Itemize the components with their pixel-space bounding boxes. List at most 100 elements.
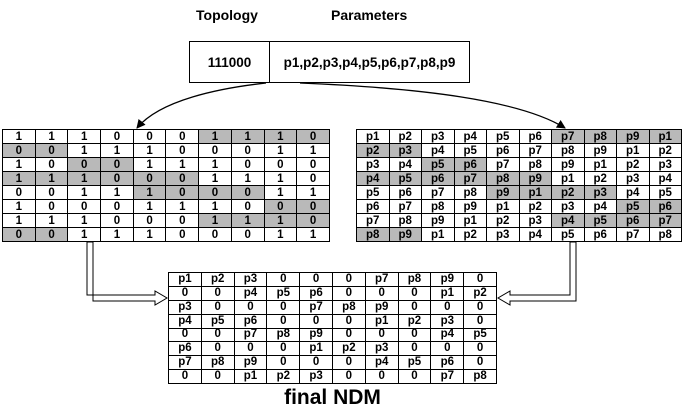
topology-header: Topology [196,7,258,23]
final-ndm-cell: p1 [364,313,399,329]
final-ndm-cell: 0 [364,369,399,384]
topology-cell: 0 [198,143,232,158]
topology-cell: 1 [34,213,69,228]
parameter-cell: p8 [583,129,617,144]
final-ndm-cell: p7 [299,299,333,315]
parameter-cell: p6 [648,199,682,214]
parameter-cell: p5 [551,227,585,242]
parameter-cell: p5 [388,171,422,186]
parameter-cell: p3 [518,213,552,228]
final-ndm-cell: 0 [331,327,366,343]
parameter-cell: p5 [421,157,455,172]
parameter-cell: p4 [356,171,390,186]
topology-cell: 0 [230,157,265,172]
topology-cell: 1 [2,213,36,228]
topology-cell: 1 [296,227,330,242]
topology-cell: 1 [132,185,167,200]
final-ndm-cell: p3 [233,272,268,287]
parameter-cell: p1 [551,171,585,186]
topology-cell: 1 [263,185,298,200]
topology-cell: 0 [2,143,36,158]
topology-cell: 1 [132,227,167,242]
parameter-cell: p1 [453,213,487,228]
parameter-cell: p2 [616,157,650,172]
final-ndm-cell: p1 [430,285,465,301]
topology-cell: 0 [263,199,298,214]
final-ndm-cell: p1 [299,341,333,357]
final-ndm-cell: p7 [168,355,202,371]
parameter-cell: p1 [583,157,617,172]
parameter-cell: p7 [421,185,455,200]
final-ndm-cell: 0 [331,313,366,329]
final-ndm-cell: 0 [233,341,268,357]
parameter-cell: p8 [421,199,455,214]
topology-cell: 0 [34,227,69,242]
final-ndm-cell: p7 [364,272,399,287]
parameter-cell: p4 [421,143,455,158]
final-ndm-cell: 0 [299,272,333,287]
topology-cell: 1 [67,171,102,186]
parameter-cell: p9 [453,199,487,214]
parameter-list: p1,p2,p3,p4,p5,p6,p7,p8,p9 [283,54,456,70]
topology-cell: 1 [2,157,36,172]
topology-cell: 0 [100,129,134,144]
final-ndm-cell: p9 [233,355,268,371]
parameter-cell: p7 [551,129,585,144]
final-ndm-cell: 0 [200,285,235,301]
final-ndm-cell: p1 [233,369,268,384]
final-ndm-cell: p6 [430,355,465,371]
final-ndm-cell: 0 [200,327,235,343]
parameter-cell: p8 [388,213,422,228]
final-ndm-cell: p8 [463,369,497,384]
final-ndm-cell: p3 [364,341,399,357]
topology-cell: 1 [230,213,265,228]
final-ndm-cell: 0 [463,355,497,371]
topology-cell: 0 [67,199,102,214]
final-ndm-cell: p7 [233,327,268,343]
parameter-cell: p7 [518,143,552,158]
final-ndm-cell: p9 [299,327,333,343]
topology-cell: 0 [165,213,200,228]
parameter-cell: p5 [453,143,487,158]
parameter-cell: p8 [453,185,487,200]
final-ndm-cell: 0 [397,327,432,343]
topology-cell: 0 [165,171,200,186]
final-ndm-cell: 0 [331,272,366,287]
final-ndm-cell: 0 [397,341,432,357]
parameter-cell: p9 [616,129,650,144]
final-ndm-cell: p2 [463,285,497,301]
final-ndm-cell: 0 [463,341,497,357]
topology-cell: 0 [100,199,134,214]
parameter-cell: p4 [518,227,552,242]
topology-cell: 0 [34,143,69,158]
final-ndm-cell: p4 [364,355,399,371]
parameter-cell: p7 [356,213,390,228]
topology-cell: 1 [34,129,69,144]
final-ndm-cell: 0 [364,285,399,301]
topology-cell: 0 [165,129,200,144]
topology-cell: 1 [296,185,330,200]
final-ndm-cell: p8 [331,299,366,315]
topology-cell: 0 [230,227,265,242]
topology-cell: 0 [165,143,200,158]
topology-cell: 1 [263,129,298,144]
topology-cell: 0 [296,199,330,214]
topology-cell: 1 [100,143,134,158]
parameter-cell: p3 [421,129,455,144]
topology-cell: 0 [198,227,232,242]
topology-cell: 0 [100,213,134,228]
parameter-cell: p5 [486,129,520,144]
parameter-cell: p5 [356,185,390,200]
final-ndm-cell: 0 [168,369,202,384]
topology-cell: 1 [67,185,102,200]
